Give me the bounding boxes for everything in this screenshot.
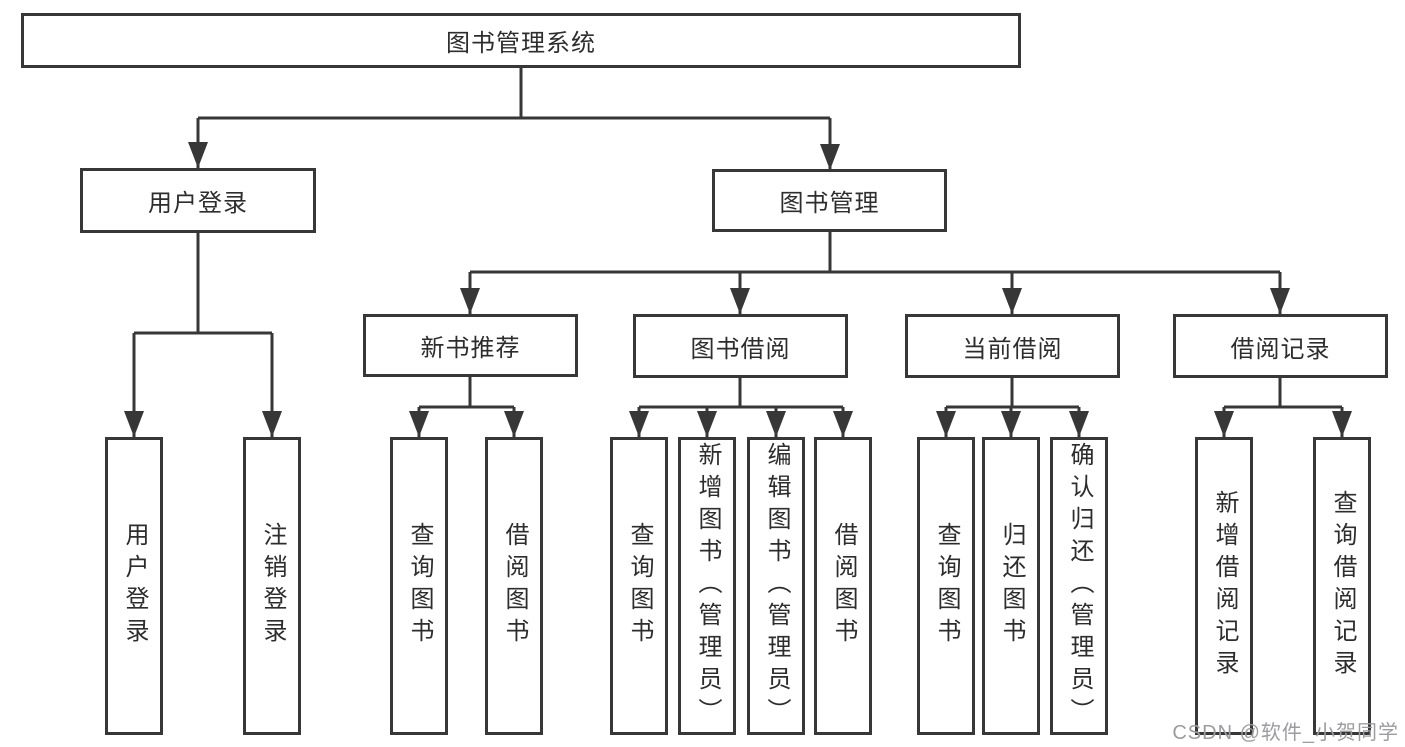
leaf-add-book-admin: 新增图书（管理员）: [678, 437, 736, 735]
node-root-label: 图书管理系统: [446, 30, 596, 57]
leaf-add-borrow-record: 新增借阅记录: [1195, 437, 1253, 735]
leaf-logout-label: 注销登录: [259, 522, 286, 650]
node-root: 图书管理系统: [21, 13, 1021, 68]
leaf-query-books-borrowing-label: 查询图书: [626, 522, 653, 650]
leaf-edit-book-admin: 编辑图书（管理员）: [747, 437, 805, 735]
node-book-management-label: 图书管理: [779, 190, 880, 217]
node-book-management: 图书管理: [712, 169, 947, 232]
leaf-logout: 注销登录: [243, 437, 301, 735]
node-user-login: 用户登录: [80, 168, 316, 233]
leaf-confirm-return-admin-label: 确认归还（管理员）: [1066, 442, 1093, 730]
leaf-add-borrow-record-label: 新增借阅记录: [1211, 490, 1238, 682]
leaf-borrow-books-label: 借阅图书: [830, 522, 857, 650]
node-book-borrowing-label: 图书借阅: [690, 335, 791, 363]
leaf-add-book-admin-label: 新增图书（管理员）: [694, 442, 721, 730]
leaf-borrow-books-recommend: 借阅图书: [485, 437, 543, 735]
leaf-query-borrow-record: 查询借阅记录: [1313, 437, 1371, 735]
leaf-return-books: 归还图书: [982, 437, 1040, 735]
node-borrowing-records: 借阅记录: [1173, 314, 1388, 378]
node-current-borrowing: 当前借阅: [905, 314, 1120, 378]
connector-lines: [132, 68, 1344, 437]
leaf-query-books-recommend: 查询图书: [390, 437, 448, 735]
leaf-confirm-return-admin: 确认归还（管理员）: [1050, 437, 1108, 735]
node-borrowing-records-label: 借阅记录: [1230, 335, 1331, 363]
node-current-borrowing-label: 当前借阅: [962, 335, 1063, 363]
leaf-user-login: 用户登录: [105, 437, 163, 735]
leaf-query-books-current-label: 查询图书: [933, 522, 960, 650]
leaf-return-books-label: 归还图书: [998, 522, 1025, 650]
leaf-query-borrow-record-label: 查询借阅记录: [1329, 490, 1356, 682]
node-new-book-recommend: 新书推荐: [363, 314, 578, 377]
node-book-borrowing: 图书借阅: [633, 314, 848, 378]
leaf-query-books-borrowing: 查询图书: [610, 437, 668, 735]
leaf-query-books-current: 查询图书: [917, 437, 975, 735]
leaf-query-books-recommend-label: 查询图书: [406, 522, 433, 650]
node-new-book-recommend-label: 新书推荐: [420, 335, 521, 362]
leaf-user-login-label: 用户登录: [121, 522, 148, 650]
leaf-borrow-books-recommend-label: 借阅图书: [501, 522, 528, 650]
node-user-login-label: 用户登录: [148, 190, 248, 217]
leaf-edit-book-admin-label: 编辑图书（管理员）: [763, 442, 790, 730]
watermark: CSDN @软件_小贺同学: [1172, 722, 1399, 744]
leaf-borrow-books: 借阅图书: [814, 437, 872, 735]
arrowhead-icons: [124, 142, 1352, 437]
